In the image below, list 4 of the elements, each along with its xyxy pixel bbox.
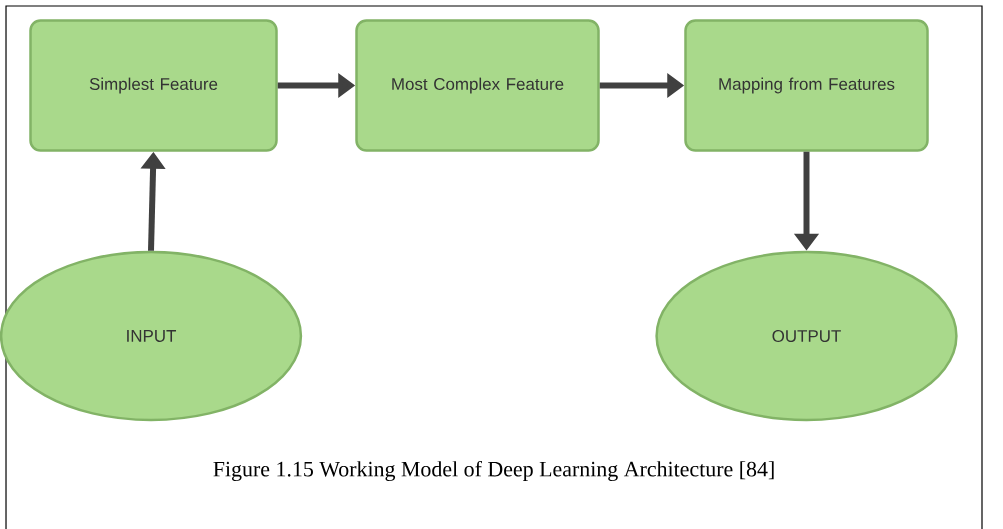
process-box: Mapping from Features (684, 19, 929, 152)
process-box: Most Complex Feature (355, 19, 600, 152)
figure-caption: Figure 1.15 Working Model of Deep Learning Architecture [84] (213, 460, 774, 482)
process-box: Simplest Feature (29, 19, 278, 152)
